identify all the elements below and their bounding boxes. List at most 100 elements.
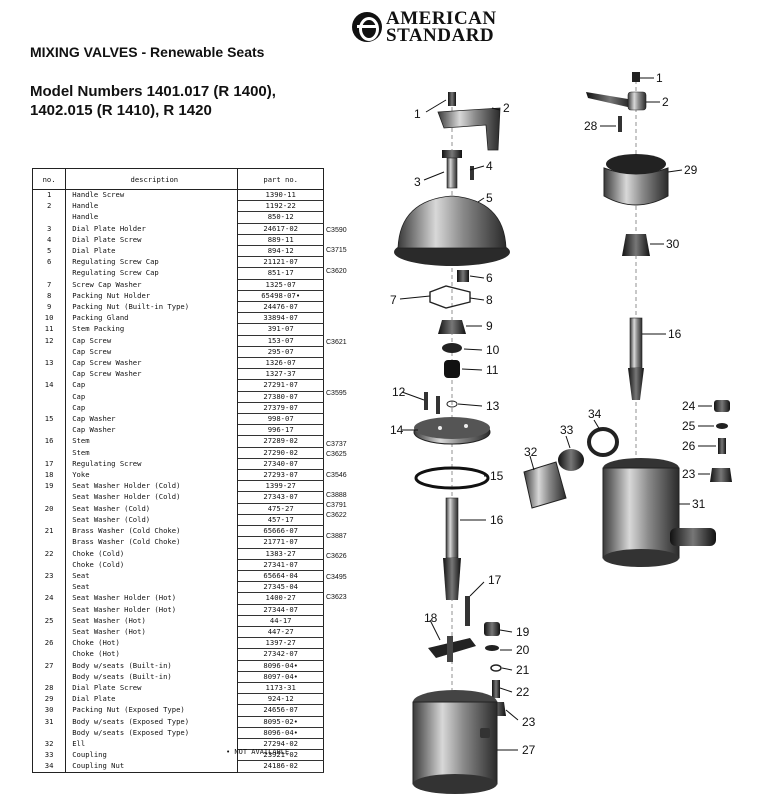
- part-brass-washer: [490, 664, 502, 672]
- cell-description: Body w/seats (Built-in): [65, 660, 239, 672]
- cell-description: Brass Washer (Cold Choke): [65, 525, 239, 537]
- table-row: Body w/seats (Exposed Type)8096-04•: [32, 727, 324, 739]
- cell-description: Choke (Cold): [65, 559, 239, 571]
- callout-label: 22: [516, 685, 530, 699]
- cell-no: 31: [32, 716, 67, 728]
- cell-no: [32, 604, 67, 616]
- cell-part-no: 27294-02: [237, 738, 324, 751]
- cell-part-no: 27341-07: [237, 559, 324, 571]
- cell-part-no: 889-11: [237, 234, 324, 247]
- cell-no: [32, 626, 67, 638]
- cell-part-no: 924-12: [237, 693, 324, 706]
- callout-label: 9: [486, 319, 493, 333]
- model-line-2: 1402.015 (R 1410), R 1420: [30, 102, 212, 119]
- cell-description: Body w/seats (Exposed Type): [65, 716, 239, 728]
- cell-no: 24: [32, 592, 67, 605]
- cell-description: Yoke: [65, 469, 239, 481]
- cell-description: Seat Washer Holder (Cold): [65, 480, 239, 492]
- cell-description: Cap: [65, 402, 239, 414]
- cell-description: Seat Washer (Hot): [65, 626, 239, 638]
- cell-no: 7: [32, 279, 67, 291]
- callout-label: 20: [516, 643, 530, 657]
- part-packing-nut: [438, 320, 466, 334]
- callout-label: 31: [692, 497, 706, 511]
- cell-part-no: 996-17: [237, 424, 324, 437]
- callout-label: 12: [392, 385, 406, 399]
- cell-part-no: 21771-07: [237, 536, 324, 549]
- side-code: C3623: [326, 594, 347, 601]
- cell-part-no: 1399-27: [237, 480, 324, 493]
- cell-description: Seat Washer Holder (Cold): [65, 491, 239, 504]
- callout-label: 17: [488, 573, 502, 587]
- callout-label: 28: [584, 119, 598, 133]
- side-code: C3621: [326, 339, 347, 346]
- part-dial-plate-right: [603, 154, 669, 206]
- table-row: Body w/seats (Built-in)8097-04•: [32, 671, 324, 683]
- cell-part-no: 21121-07: [237, 256, 324, 269]
- table-row: Brass Washer (Cold Choke)21771-07: [32, 536, 324, 549]
- cell-no: 26: [32, 637, 67, 649]
- cell-description: Seat: [65, 581, 239, 593]
- cell-no: 27: [32, 660, 67, 672]
- table-row: Choke (Cold)27341-07: [32, 559, 324, 571]
- cell-description: Packing Nut (Built-in Type): [65, 301, 239, 313]
- cell-description: Handle: [65, 211, 239, 224]
- part-choke: [492, 680, 500, 698]
- callout-label: 4: [486, 159, 493, 173]
- callout-label: 2: [503, 101, 510, 115]
- cell-part-no: 44-17: [237, 615, 324, 627]
- side-code: C3737: [326, 441, 347, 448]
- cell-description: Dial Plate Screw: [65, 682, 239, 694]
- part-handle: [437, 107, 501, 151]
- part-packing-gland: [442, 343, 462, 353]
- part-seat-washer-holder: [484, 622, 500, 636]
- cell-no: 4: [32, 234, 67, 246]
- cell-part-no: 8096-04•: [237, 660, 324, 672]
- cell-no: 2: [32, 200, 67, 212]
- footnote: • NOT AVAILABLE: [226, 748, 290, 756]
- cell-no: 8: [32, 290, 67, 302]
- callout-label: 6: [486, 271, 493, 285]
- part-dial-plate: [394, 195, 510, 266]
- cell-part-no: 24476-07: [237, 301, 324, 314]
- cell-no: [32, 391, 67, 403]
- cell-part-no: 1383-27: [237, 548, 324, 560]
- side-code: C3620: [326, 267, 347, 275]
- cell-no: [32, 424, 67, 436]
- cell-no: [32, 559, 67, 571]
- cell-no: 34: [32, 760, 67, 773]
- cell-no: 10: [32, 312, 67, 324]
- cell-part-no: 475-27: [237, 503, 324, 515]
- cell-no: 20: [32, 503, 67, 515]
- cell-description: Regulating Screw Cap: [65, 267, 239, 280]
- part-cap-washer: [414, 466, 490, 490]
- callout-label: 29: [684, 163, 698, 177]
- table-row: Seat Washer Holder (Hot)27344-07: [32, 604, 324, 616]
- callout-label: 33: [560, 423, 574, 437]
- cell-no: 30: [32, 704, 67, 717]
- cell-no: 6: [32, 256, 67, 268]
- section-title: MIXING VALVES - Renewable Seats: [30, 44, 265, 60]
- cell-description: Ell: [65, 738, 239, 750]
- cell-description: Handle: [65, 200, 239, 212]
- cell-no: 14: [32, 379, 67, 392]
- cell-no: [32, 514, 67, 526]
